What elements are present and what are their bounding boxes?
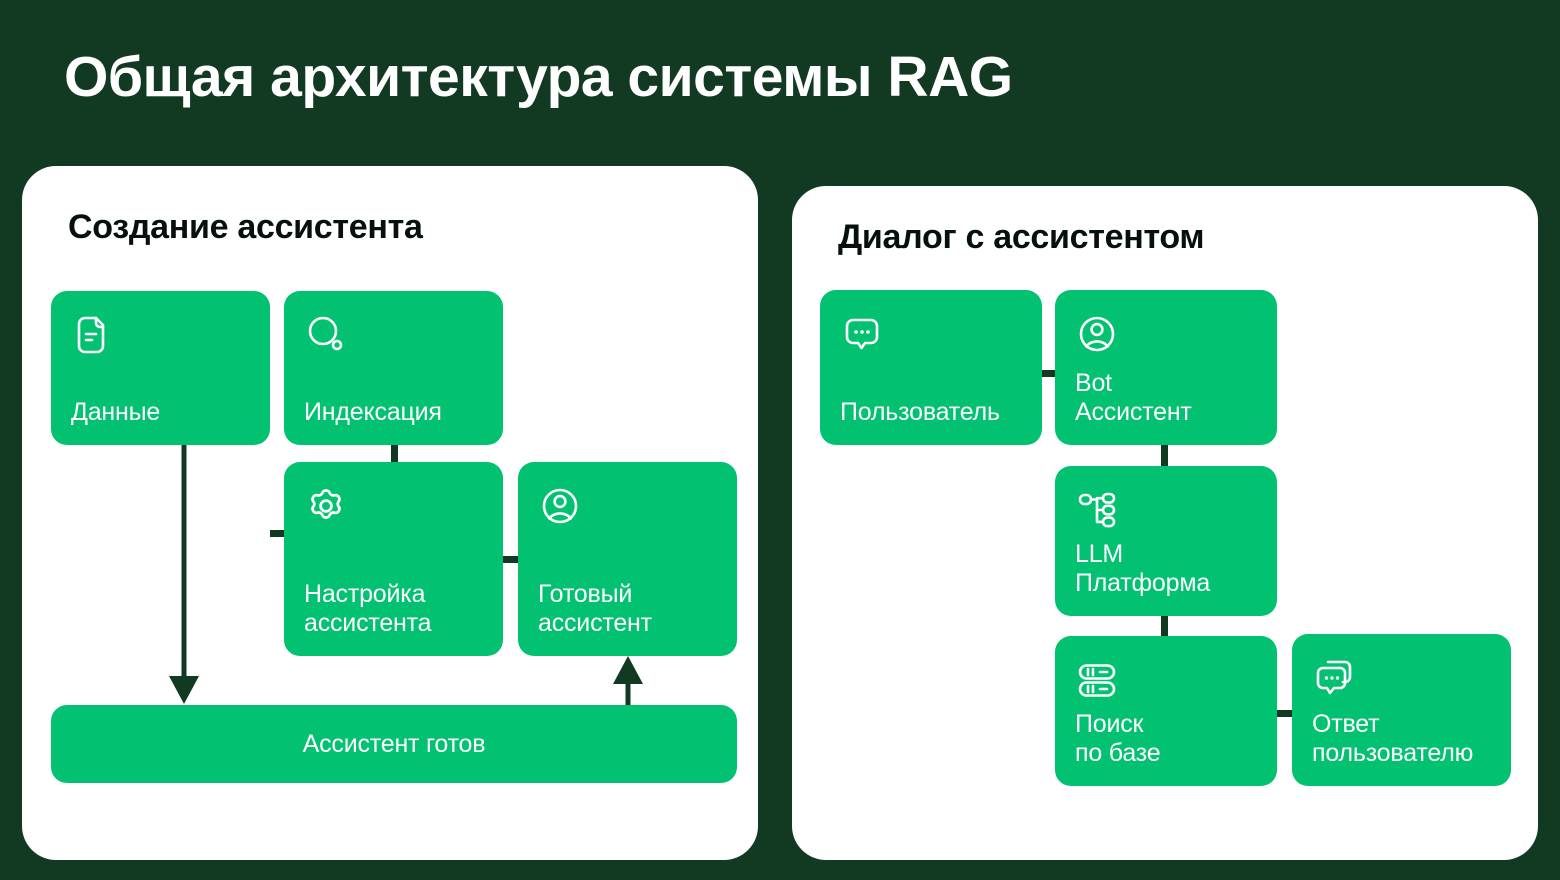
card-label: Bot Ассистент: [1075, 369, 1192, 426]
card-label: Поиск по базе: [1075, 710, 1161, 767]
panel-assistant-dialog: Диалог с ассистентом Пользователь: [792, 186, 1538, 860]
panel-title-left: Создание ассистента: [68, 208, 423, 246]
card-user-answer[interactable]: Ответ пользователю: [1292, 634, 1511, 786]
connector-search-to-answer: [1268, 710, 1300, 717]
card-label: Готовый ассистент: [538, 580, 652, 637]
connector-indexing-to-setup: [391, 438, 398, 468]
card-llm-platform[interactable]: LLM Платформа: [1055, 466, 1277, 616]
user-avatar-icon: [1075, 312, 1119, 356]
card-label: Ответ пользователю: [1312, 710, 1474, 767]
card-data[interactable]: Данные: [51, 291, 270, 445]
card-db-search[interactable]: Поиск по базе: [1055, 636, 1277, 786]
connector-user-to-bot: [1034, 370, 1064, 377]
connector-bot-to-llm: [1161, 442, 1168, 472]
card-label: Данные: [71, 398, 161, 426]
panel-title-right: Диалог с ассистентом: [838, 218, 1205, 256]
card-indexing[interactable]: Индексация: [284, 291, 503, 445]
document-icon: [71, 313, 115, 357]
card-label: Индексация: [304, 398, 442, 426]
card-label: Пользователь: [840, 398, 1000, 426]
connector-setup-to-ready: [496, 556, 528, 563]
panel-assistant-creation: Создание ассистента: [22, 166, 758, 860]
hierarchy-tree-icon: [1075, 488, 1119, 532]
page-title: Общая архитектура системы RAG: [64, 45, 1013, 109]
database-server-icon: [1075, 658, 1119, 702]
connector-llm-to-search: [1161, 611, 1168, 641]
card-ready-assistant[interactable]: Готовый ассистент: [518, 462, 737, 656]
card-assistant-setup[interactable]: Настройка ассистента: [284, 462, 503, 656]
user-avatar-icon: [538, 484, 582, 528]
card-bot-assistant[interactable]: Bot Ассистент: [1055, 290, 1277, 445]
chat-bubble-dots-icon: [840, 312, 884, 356]
card-label: Настройка ассистента: [304, 580, 432, 637]
card-user[interactable]: Пользователь: [820, 290, 1042, 445]
gear-icon: [304, 484, 348, 528]
arrow-data-to-assistant-ready: [148, 442, 220, 710]
bar-assistant-ready[interactable]: Ассистент готов: [51, 705, 737, 783]
card-label: LLM Платформа: [1075, 540, 1211, 597]
bar-label: Ассистент готов: [302, 729, 486, 758]
search-circle-icon: [304, 313, 348, 357]
chat-bubbles-double-icon: [1312, 656, 1356, 700]
